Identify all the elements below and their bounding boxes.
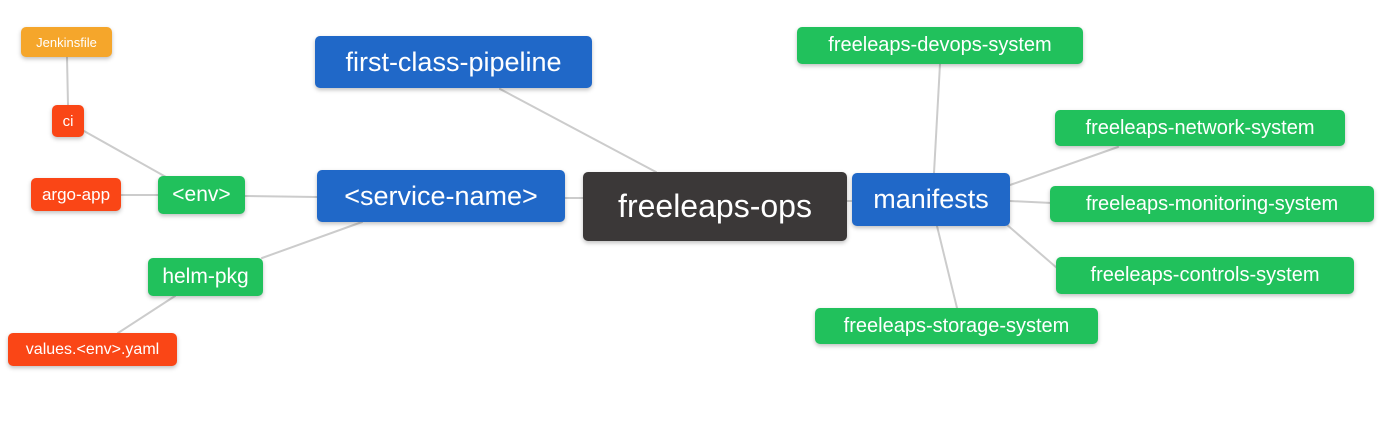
node-freeleaps-monitoring-system[interactable]: freeleaps-monitoring-system	[1050, 186, 1374, 222]
edge-jenkinsfile-ci	[66, 56, 69, 106]
node-freeleaps-storage-system[interactable]: freeleaps-storage-system	[815, 308, 1098, 344]
edge-manifests-storage-system	[936, 225, 958, 309]
node-service-name[interactable]: <service-name>	[317, 170, 565, 222]
node-ci[interactable]: ci	[52, 105, 84, 137]
edge-ci-env	[83, 130, 167, 178]
node-freeleaps-devops-system[interactable]: freeleaps-devops-system	[797, 27, 1083, 64]
node-argo-app[interactable]: argo-app	[31, 178, 121, 211]
node-jenkinsfile[interactable]: Jenkinsfile	[21, 27, 112, 57]
node-values-env-yaml[interactable]: values.<env>.yaml	[8, 333, 177, 366]
edge-env-service-name	[244, 195, 318, 198]
edge-first-class-pipeline-ops	[499, 88, 657, 173]
edge-manifests-controls-system	[1005, 223, 1058, 269]
node-freeleaps-ops[interactable]: freeleaps-ops	[583, 172, 847, 241]
node-first-class-pipeline[interactable]: first-class-pipeline	[315, 36, 592, 88]
edge-helm-pkg-values-env-yaml	[117, 295, 176, 334]
edge-manifests-network-system	[1009, 146, 1119, 186]
edge-manifests-devops-system	[933, 63, 941, 174]
edge-manifests-monitoring-system	[1009, 200, 1053, 204]
node-manifests[interactable]: manifests	[852, 173, 1010, 226]
node-freeleaps-controls-system[interactable]: freeleaps-controls-system	[1056, 257, 1354, 294]
node-env[interactable]: <env>	[158, 176, 245, 214]
edge-service-name-helm-pkg	[261, 221, 363, 259]
node-freeleaps-network-system[interactable]: freeleaps-network-system	[1055, 110, 1345, 146]
node-helm-pkg[interactable]: helm-pkg	[148, 258, 263, 296]
